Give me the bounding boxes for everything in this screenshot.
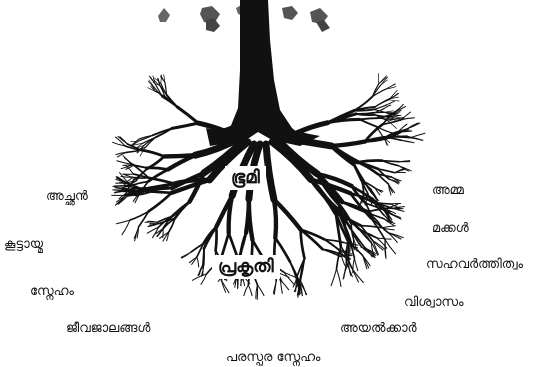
root-branch [141, 150, 164, 156]
root-branch [362, 247, 376, 255]
root-branch [389, 100, 399, 101]
root-branch [149, 193, 172, 212]
root-branch [229, 233, 238, 257]
sahavarthithwam-label: സഹവർത്തിത്വം [426, 258, 523, 271]
root-branch [346, 263, 352, 277]
tree-trunk [206, 0, 320, 146]
leaf [206, 18, 220, 32]
root-branch [120, 137, 127, 144]
root-branch [177, 107, 198, 123]
amma-label: അമ്മ [432, 184, 464, 197]
root-branch [363, 182, 364, 196]
kuttayma-label: കൂട്ടായ്മ [4, 238, 43, 251]
root-branch [172, 123, 198, 128]
root-branch [375, 100, 389, 107]
root-branch [164, 155, 195, 156]
root-branch [354, 164, 364, 182]
root-branch [117, 220, 130, 224]
leaf [158, 8, 170, 22]
paraspara-sneham-label: പരസ്പര സ്നേഹം [226, 351, 321, 364]
root-branch [410, 133, 425, 138]
ayalkkar-label: അയൽക്കാർ [340, 322, 417, 335]
root-branch [257, 285, 264, 296]
root-branch [149, 178, 175, 184]
root-branch [386, 101, 394, 105]
root-branch [331, 146, 353, 164]
root-branch [385, 240, 396, 254]
root-branch [382, 226, 396, 228]
root-branch [331, 269, 336, 286]
root-branch [146, 191, 172, 193]
root-branch [133, 177, 149, 178]
root-branch [182, 252, 192, 258]
root-branch [401, 140, 414, 142]
leaf [316, 20, 330, 32]
root-branch [337, 269, 342, 287]
root-branch [356, 114, 375, 115]
achan-label: അച്ഛൻ [46, 190, 88, 203]
root-branch [203, 227, 216, 244]
root-branch [216, 227, 217, 251]
root-branch [249, 199, 253, 240]
root-branch [391, 137, 410, 138]
root-branch [359, 118, 379, 119]
prakruthi-label: പ്രകൃതി [212, 255, 280, 279]
root-branch [115, 195, 126, 205]
root-branch [248, 285, 252, 296]
jeevajalangal-label: ജീവജാലങ്ങൾ [66, 322, 150, 335]
root-branch [240, 233, 246, 256]
root-branch [274, 199, 276, 238]
root-branch [407, 123, 418, 129]
root-branch [284, 138, 331, 146]
bhoomi-label: ഭൂമി [225, 166, 266, 190]
root-branch [165, 97, 177, 107]
root-branch [266, 144, 274, 199]
leaf [282, 6, 298, 20]
root-branch [172, 202, 190, 217]
viswasam-label: വിശ്വാസം [404, 296, 464, 309]
root-branch [359, 119, 377, 127]
root-branch [197, 257, 199, 267]
root-branch [244, 285, 249, 296]
root-branch [203, 249, 204, 265]
root-branch [113, 186, 126, 187]
root-branch [331, 142, 365, 146]
makkal-label: മക്കൾ [432, 222, 469, 235]
sneham-label: സ്നേഹം [30, 285, 74, 298]
root-branch [354, 258, 357, 271]
